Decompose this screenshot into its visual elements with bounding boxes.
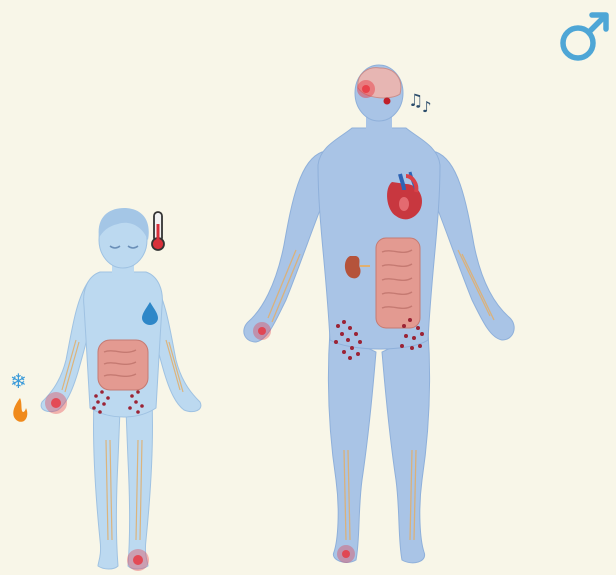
snowflake-icon: ❄ <box>10 369 27 393</box>
child-foot-inflammation <box>127 549 149 571</box>
adult-hand-inflammation <box>253 322 271 340</box>
child-hand-inflammation <box>45 392 67 414</box>
adult-eye-marker <box>384 98 391 105</box>
thermometer-icon <box>152 212 164 250</box>
flame-icon <box>13 398 27 422</box>
child-figure <box>41 208 201 571</box>
adult-right-arm <box>436 152 514 340</box>
adult-foot-inflammation <box>337 545 355 563</box>
svg-text:♫: ♫ <box>408 91 423 111</box>
music-notes-icon: ♫ ♪ <box>408 91 432 116</box>
child-intestines <box>98 340 148 390</box>
svg-text:♪: ♪ <box>422 98 432 116</box>
adult-left-arm <box>244 152 322 342</box>
adult-intestines <box>376 238 420 328</box>
adult-left-leg <box>328 330 376 562</box>
child-right-leg <box>126 400 153 569</box>
adult-figure: ♫ ♪ <box>244 65 514 563</box>
male-symbol-icon <box>563 15 606 58</box>
adult-right-leg <box>382 330 430 563</box>
